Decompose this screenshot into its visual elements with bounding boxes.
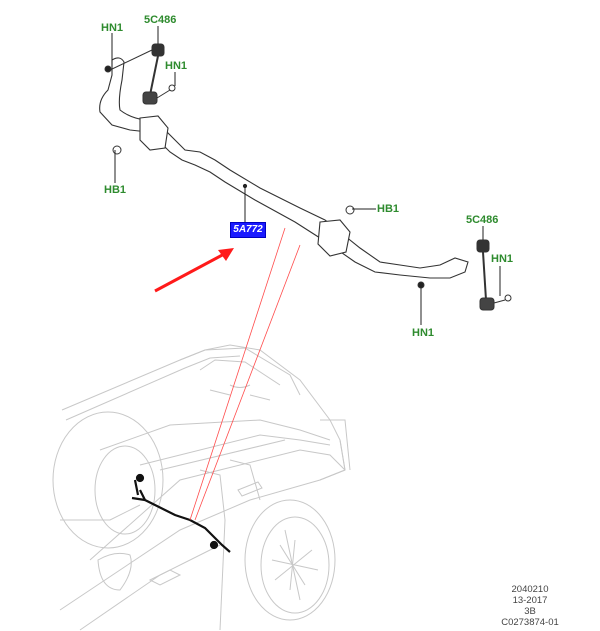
stabilizer-bar — [99, 57, 469, 279]
zoom-guide-lines — [189, 227, 301, 521]
reference-line-4: C0273874-01 — [501, 617, 559, 628]
callout-hn1-top-left: HN1 — [101, 22, 124, 34]
callout-hn1-right: HN1 — [491, 253, 514, 265]
vehicle-outline — [52, 344, 351, 631]
callout-hn1-bottom: HN1 — [412, 327, 435, 339]
callout-hb1-right: HB1 — [377, 203, 400, 215]
stabilizer-bar-in-vehicle — [131, 473, 231, 553]
pointer-arrow — [154, 248, 234, 293]
callout-hb1-left: HB1 — [104, 184, 127, 196]
wheel-spokes — [271, 529, 319, 601]
leader-lines — [111, 26, 501, 325]
reference-line-1: 2040210 — [511, 584, 549, 595]
callout-5c486-right: 5C486 — [466, 214, 499, 226]
reference-line-2: 13-2017 — [512, 595, 548, 606]
reference-line-3: 3B — [524, 606, 536, 617]
part-number-badge[interactable]: 5A772 — [230, 222, 266, 238]
callout-hn1-top-mid: HN1 — [165, 60, 188, 72]
callout-5c486-top: 5C486 — [144, 14, 177, 26]
reference-block: 2040210 13-2017 3B C0273874-01 — [470, 584, 590, 628]
